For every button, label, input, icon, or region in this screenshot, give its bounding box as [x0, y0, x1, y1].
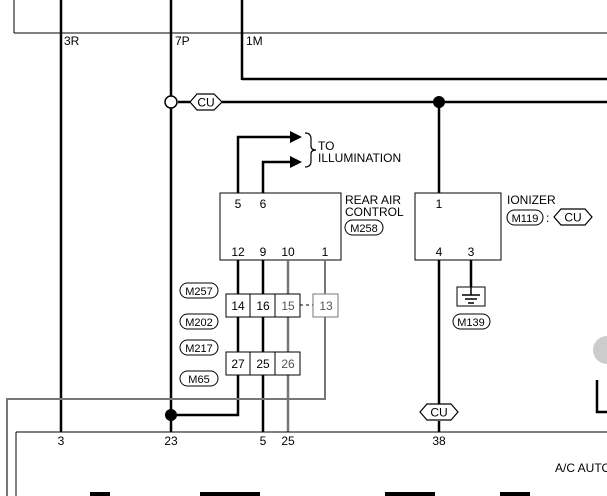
wire-label-1m: 1M	[246, 34, 263, 48]
rac-title-line2: CONTROL	[345, 205, 404, 219]
illumination-note-line1: TO	[318, 139, 334, 153]
top-frame	[13, 0, 607, 81]
can-tag-bottom-label: CU	[430, 406, 447, 420]
junction-pin: 13	[319, 299, 333, 313]
connector-badge-m257: M257	[179, 282, 219, 299]
junction-row-2: 27 25 26	[225, 351, 301, 376]
can-tag-top: CU	[189, 93, 223, 111]
junction-pin: 16	[256, 299, 270, 313]
illumination-note-line2: ILLUMINATION	[318, 151, 401, 165]
junction-pin: 27	[231, 357, 245, 371]
ionizer-pin-4: 4	[436, 245, 443, 259]
junction-pin: 14	[231, 299, 245, 313]
wire-label-7p: 7P	[175, 34, 190, 48]
connector-badge-label: M65	[188, 374, 209, 386]
bottom-unit-frame	[15, 431, 607, 496]
junction-row-1: 14 16 15 13	[225, 293, 339, 318]
ground-connector-label: M139	[457, 317, 485, 329]
connector-badge-m202: M202	[179, 313, 219, 330]
connector-badge-m217: M217	[179, 339, 219, 356]
connector-badge-label: M202	[185, 317, 213, 329]
junction-pin: 26	[281, 357, 295, 371]
ionizer-wires	[437, 102, 473, 432]
rac-pin-6: 6	[260, 197, 267, 211]
rac-connector-badge: M258	[344, 219, 384, 236]
bottom-pin-25: 25	[281, 434, 295, 448]
junction-pin: 25	[256, 357, 270, 371]
can-tag-ionizer: CU	[553, 208, 593, 226]
ionizer-connector-label: M119	[512, 213, 539, 225]
bottom-edge-bars	[90, 492, 530, 496]
arrow-right-icon	[290, 131, 302, 143]
page-edge-shadow	[593, 336, 607, 364]
bottom-pin-23: 23	[164, 434, 178, 448]
rac-pin-5: 5	[235, 197, 242, 211]
bottom-pin-38: 38	[432, 434, 446, 448]
wire-label-3r: 3R	[64, 34, 80, 48]
rac-title-line1: REAR AIR	[345, 193, 401, 207]
ionizer-pin-3: 3	[468, 245, 475, 259]
connector-badge-label: M257	[185, 286, 213, 298]
curly-brace-icon	[304, 132, 317, 168]
illumination-wires	[236, 135, 292, 195]
junction-pin: 15	[281, 299, 295, 313]
can-tag-ionizer-label: CU	[564, 211, 581, 225]
splice-open	[164, 95, 178, 109]
rac-pin-9: 9	[260, 245, 267, 259]
connector-badge-m65: M65	[179, 370, 219, 387]
rear-air-control-unit: 5 6 12 9 10 1	[219, 192, 342, 261]
bottom-pin-3: 3	[58, 434, 65, 448]
ground-connector-badge: M139	[452, 313, 491, 330]
bottom-pin-5: 5	[260, 434, 267, 448]
rac-pin-12: 12	[231, 245, 245, 259]
ground-icon	[456, 286, 486, 307]
right-side-wire	[595, 380, 607, 414]
can-tag-top-label: CU	[197, 96, 214, 110]
rac-pin-1: 1	[322, 245, 329, 259]
splice-dot-bottom	[165, 409, 177, 421]
ionizer-unit: 1 4 3	[414, 192, 502, 261]
ionizer-pin-1: 1	[436, 197, 443, 211]
can-tag-bottom: CU	[419, 403, 459, 421]
rac-connector-label: M258	[350, 223, 378, 235]
connector-badge-label: M217	[185, 343, 213, 355]
rac-pin-10: 10	[281, 245, 295, 259]
bottom-unit-label: A/C AUTO	[555, 461, 607, 475]
arrow-right-icon	[290, 156, 302, 168]
ionizer-connector-badge: M119	[506, 209, 544, 226]
ionizer-title: IONIZER	[507, 193, 556, 207]
ionizer-separator: :	[546, 211, 549, 225]
